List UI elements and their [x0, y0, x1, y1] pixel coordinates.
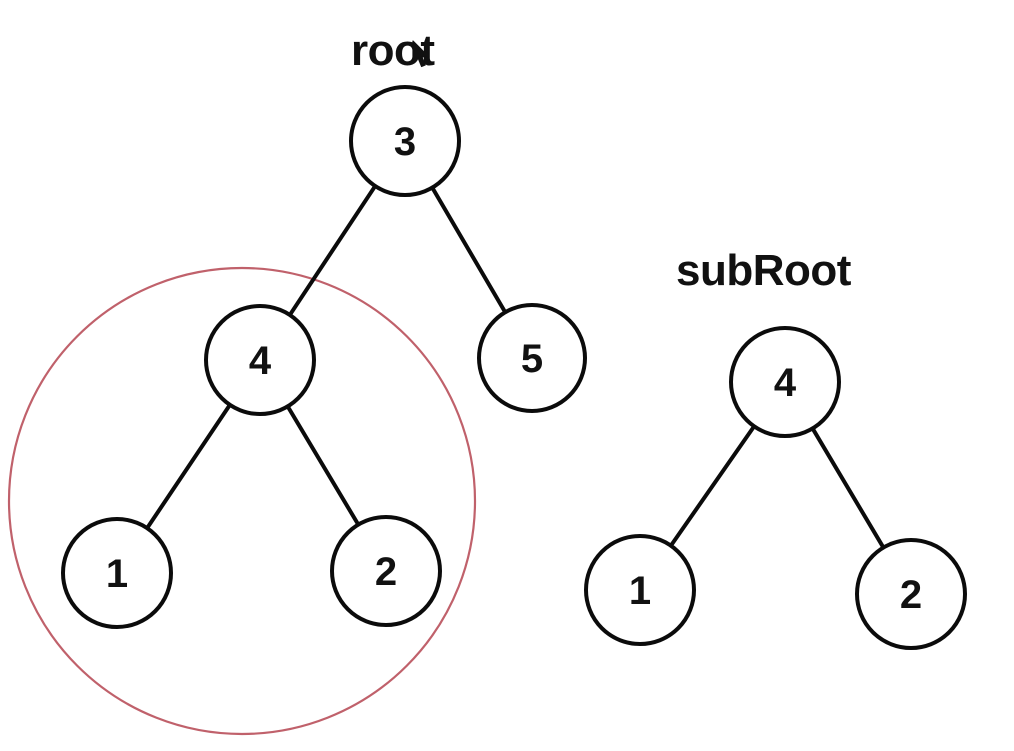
main-tree-edges — [144, 183, 508, 531]
tree-node-sub-2[interactable]: 2 — [855, 538, 967, 650]
node-circle — [855, 538, 967, 650]
node-value-label: 4 — [249, 339, 272, 383]
subroot-tree-label: subRoot — [676, 246, 851, 295]
node-circle — [61, 517, 173, 629]
node-value-label: 1 — [106, 552, 128, 596]
tree-node-main-5[interactable]: 5 — [477, 303, 587, 413]
edge-3-to-5 — [429, 184, 508, 316]
sub-edge-4-to-2 — [810, 425, 886, 551]
tree-node-main-1[interactable]: 1 — [61, 517, 173, 629]
node-value-label: 5 — [521, 337, 543, 381]
node-circle — [349, 85, 461, 197]
node-circle — [204, 304, 316, 416]
node-circle — [584, 534, 696, 646]
tree-node-sub-1[interactable]: 1 — [584, 534, 696, 646]
main-tree-nodes: 3 4 5 1 2 — [61, 85, 587, 629]
node-value-label: 1 — [629, 569, 651, 613]
node-value-label: 2 — [375, 550, 397, 594]
node-circle — [729, 326, 841, 438]
edge-3-to-4 — [287, 183, 378, 318]
root-tree-label: root — [351, 26, 435, 75]
tree-node-sub-4[interactable]: 4 — [729, 326, 841, 438]
tree-node-main-2[interactable]: 2 — [330, 515, 442, 627]
edge-4-to-2 — [285, 403, 361, 528]
tree-node-main-3[interactable]: 3 — [349, 85, 461, 197]
sub-tree-edges — [668, 423, 886, 551]
edge-4-to-1 — [144, 402, 233, 531]
sub-tree-nodes: 4 1 2 — [584, 326, 967, 650]
node-value-label: 4 — [774, 361, 797, 405]
node-circle — [330, 515, 442, 627]
node-circle — [477, 303, 587, 413]
matching-subtree-highlight-circle — [7, 266, 477, 736]
sub-edge-4-to-1 — [668, 423, 757, 549]
node-value-label: 2 — [900, 573, 922, 617]
tree-node-main-4[interactable]: 4 — [204, 304, 316, 416]
node-value-label: 3 — [394, 120, 416, 164]
